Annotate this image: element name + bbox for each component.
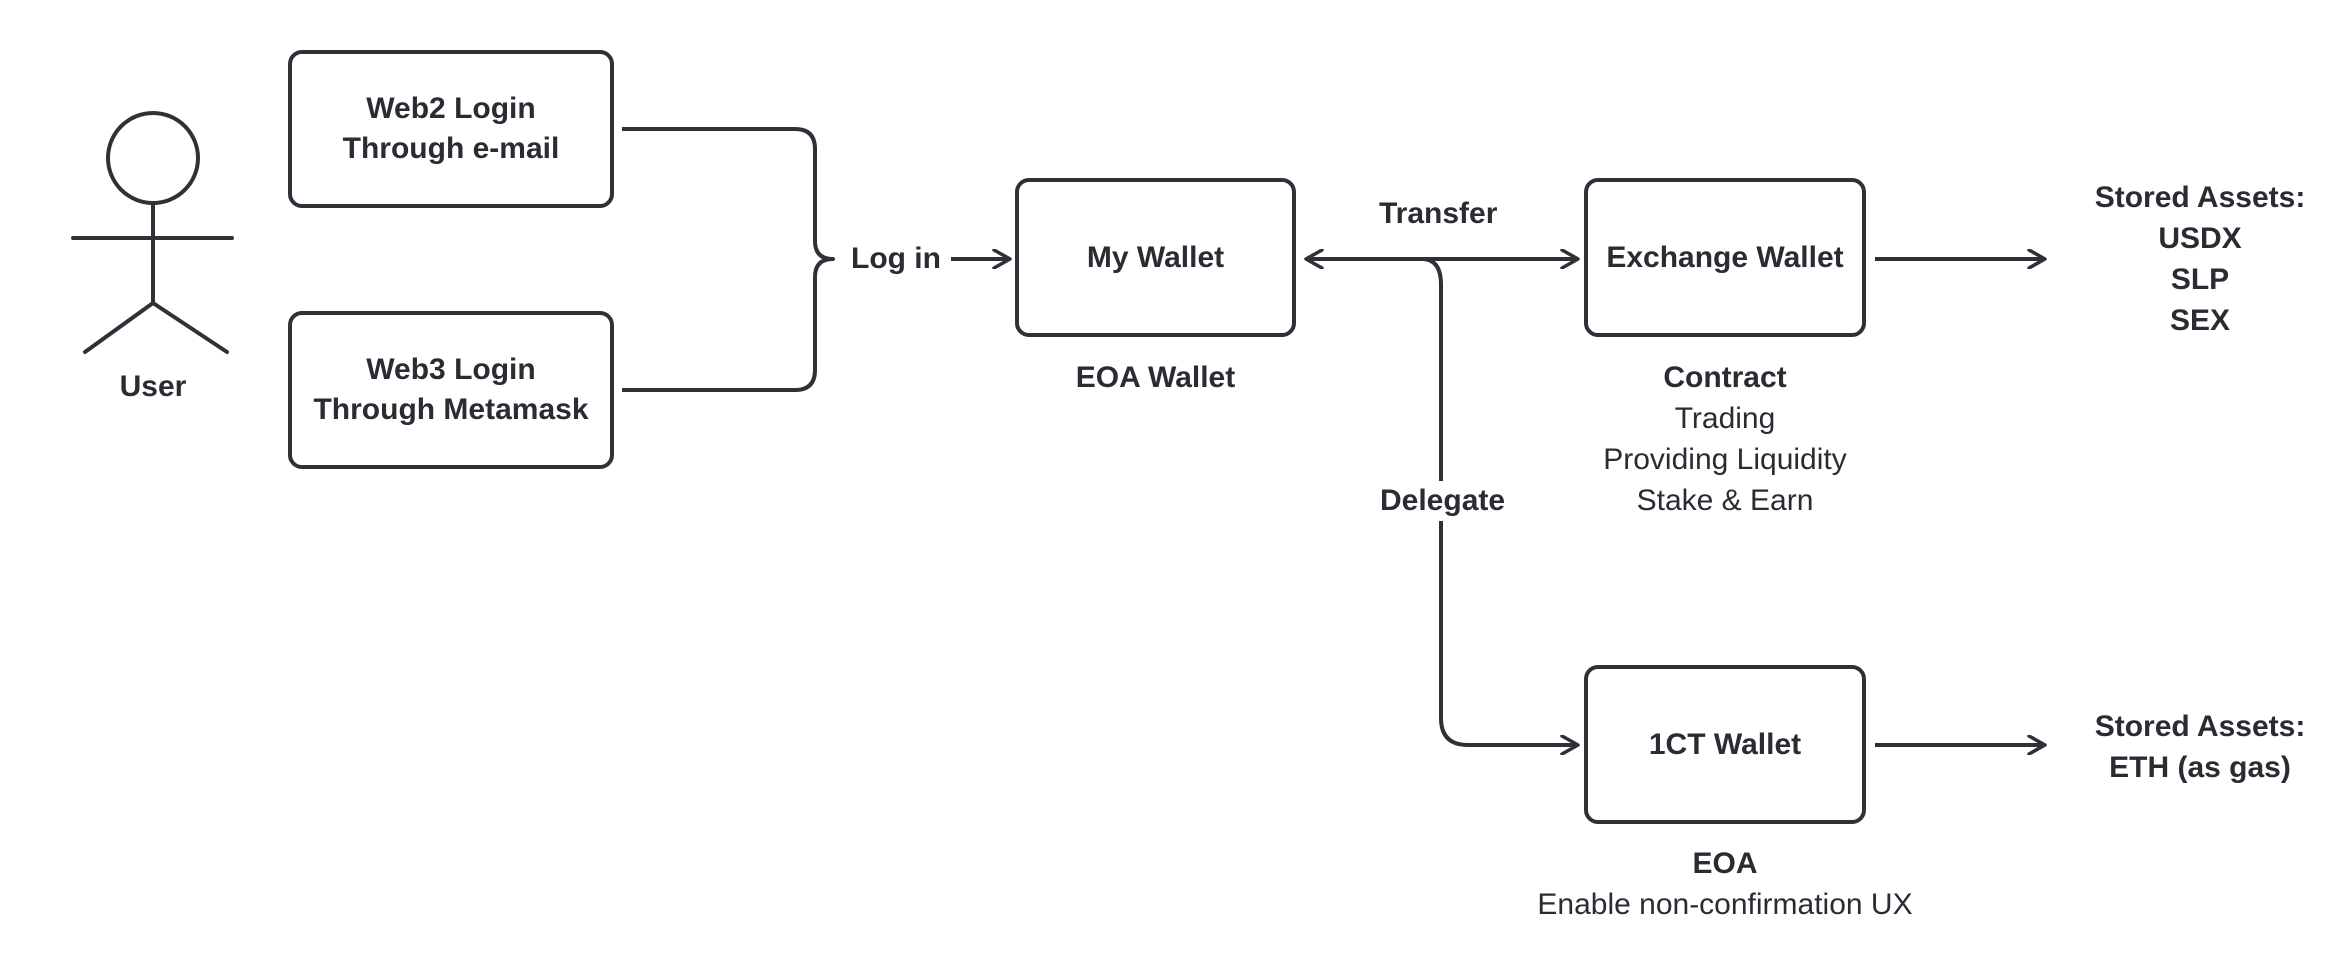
my-wallet-caption: EOA Wallet [1075,361,1236,394]
ct-wallet-label: 1CT Wallet [1648,727,1802,761]
exchange-wallet-box: Exchange Wallet [1584,178,1866,337]
exchange-stored-assets: Stored Assets: USDX SLP SEX [2075,177,2325,341]
ct-wallet-box: 1CT Wallet [1584,665,1866,824]
exchange-caption-item: Stake & Earn [1636,484,1814,517]
user-actor-icon [71,111,234,354]
exchange-asset-item: SEX [2169,304,2231,337]
delegate-label: Delegate [1376,481,1510,521]
brace-connector [622,127,835,392]
my-wallet-label: My Wallet [1086,240,1225,274]
my-wallet-box: My Wallet [1015,178,1296,337]
web2-login-box: Web2 Login Through e-mail [288,50,614,208]
exchange-asset-item: USDX [2158,222,2242,255]
web3-login-line2: Through Metamask [313,393,589,426]
transfer-label: Transfer [1375,194,1502,234]
exchange-caption-item: Providing Liquidity [1603,443,1847,476]
exchange-assets-title: Stored Assets: [2094,181,2306,214]
web3-login-box: Web3 Login Through Metamask [288,311,614,469]
ct-asset-item: ETH (as gas) [2109,751,2291,784]
web2-login-line1: Web2 Login [366,92,536,125]
ct-stored-assets: Stored Assets: ETH (as gas) [2075,706,2325,788]
exchange-caption-item: Trading [1674,402,1776,435]
web3-login-line1: Web3 Login [366,353,536,386]
exchange-wallet-label: Exchange Wallet [1606,240,1844,274]
ct-wallet-caption: EOA Enable non-confirmation UX [1525,843,1925,925]
delegate-arrow [1421,257,1578,745]
exchange-asset-item: SLP [2170,263,2230,296]
web2-login-line2: Through e-mail [342,132,560,165]
login-label: Log in [847,239,945,279]
ct-assets-title: Stored Assets: [2094,710,2306,743]
exchange-caption-title: Contract [1663,361,1787,394]
ct-caption-title: EOA [1692,847,1758,880]
ct-caption-item: Enable non-confirmation UX [1537,888,1913,921]
user-label: User [119,370,187,403]
exchange-wallet-caption: Contract Trading Providing Liquidity Sta… [1555,357,1895,521]
